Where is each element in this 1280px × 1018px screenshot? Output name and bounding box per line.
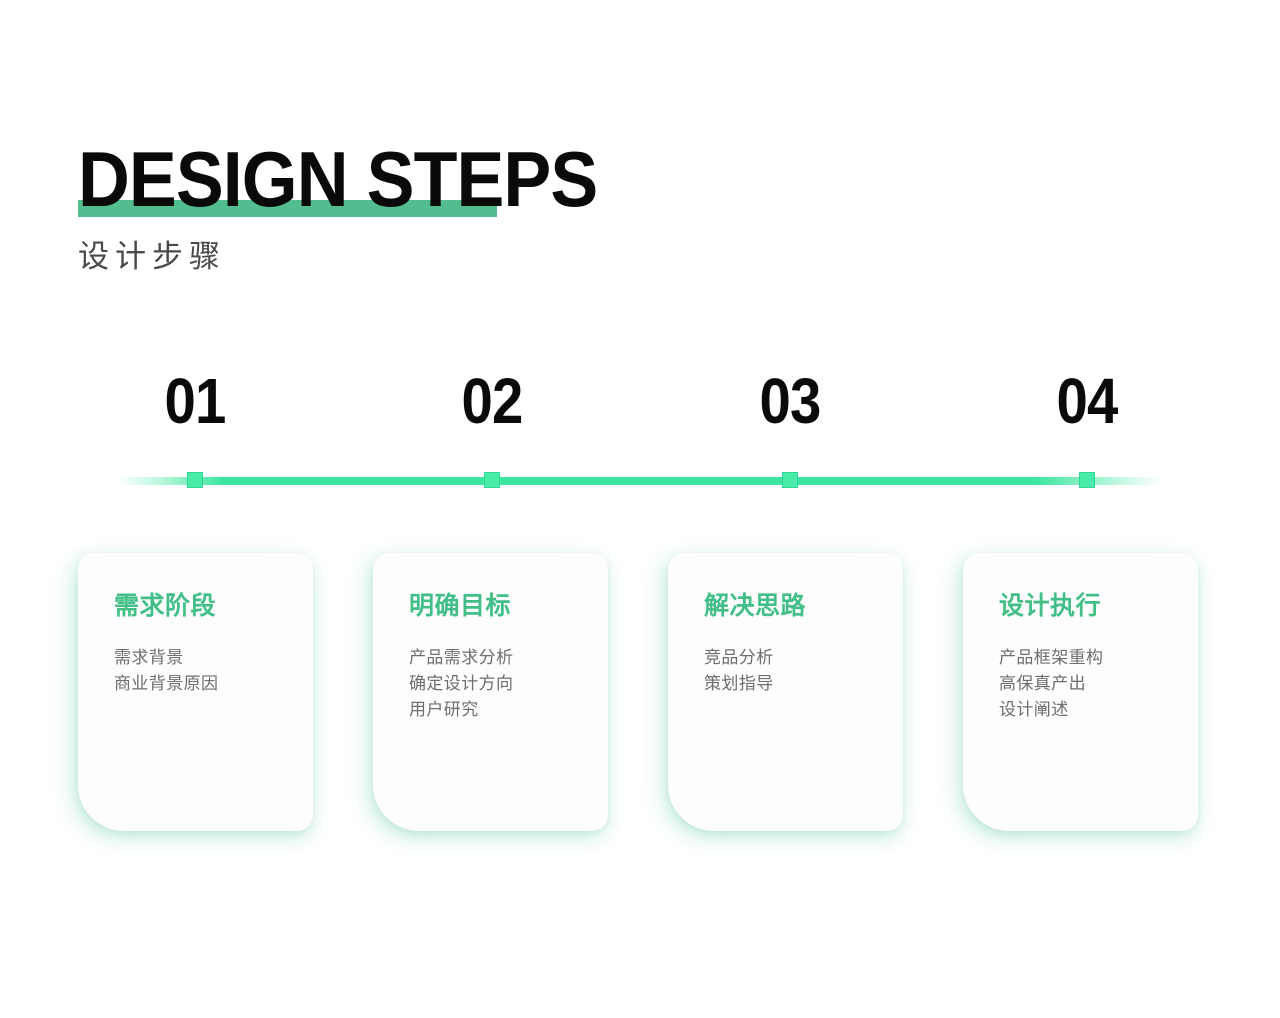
step-number-02: 02 — [461, 365, 524, 437]
card-line: 用户研究 — [409, 700, 479, 719]
timeline — [0, 470, 1280, 492]
timeline-marker-02 — [484, 472, 500, 488]
card-line: 策划指导 — [704, 674, 774, 693]
timeline-marker-01 — [187, 472, 203, 488]
card-line: 产品需求分析 — [409, 648, 514, 667]
card-heading: 解决思路 — [704, 592, 807, 620]
timeline-marker-03 — [782, 472, 798, 488]
card-line: 产品框架重构 — [999, 648, 1104, 667]
card-body: 需求背景 商业背景原因 — [114, 645, 313, 697]
card-body: 产品需求分析 确定设计方向 用户研究 — [409, 645, 608, 723]
step-card-04: 设计执行 产品框架重构 高保真产出 设计阐述 — [963, 553, 1198, 831]
timeline-line — [118, 477, 1162, 485]
title-block: DESIGN STEPS — [78, 140, 698, 222]
step-cards: 需求阶段 需求背景 商业背景原因 明确目标 产品需求分析 确定设计方向 用户研究… — [0, 553, 1280, 843]
card-line: 确定设计方向 — [409, 674, 514, 693]
step-numbers: 01 02 03 04 — [0, 366, 1280, 440]
card-line: 竞品分析 — [704, 648, 774, 667]
title-highlight-bar — [78, 200, 497, 217]
card-body: 产品框架重构 高保真产出 设计阐述 — [999, 645, 1198, 723]
step-number-03: 03 — [759, 365, 822, 437]
step-card-01: 需求阶段 需求背景 商业背景原因 — [78, 553, 313, 831]
card-heading: 设计执行 — [999, 592, 1102, 620]
page-subtitle: 设计步骤 — [78, 239, 226, 274]
step-number-04: 04 — [1056, 365, 1119, 437]
step-card-02: 明确目标 产品需求分析 确定设计方向 用户研究 — [373, 553, 608, 831]
card-heading: 明确目标 — [409, 592, 512, 620]
card-line: 设计阐述 — [999, 700, 1069, 719]
card-line: 高保真产出 — [999, 674, 1086, 693]
page-title: DESIGN STEPS — [78, 135, 598, 223]
step-number-01: 01 — [164, 365, 227, 437]
step-card-03: 解决思路 竞品分析 策划指导 — [668, 553, 903, 831]
card-line: 商业背景原因 — [114, 674, 219, 693]
card-body: 竞品分析 策划指导 — [704, 645, 903, 697]
header: DESIGN STEPS 设计步骤 — [78, 140, 778, 290]
card-line: 需求背景 — [114, 648, 184, 667]
timeline-marker-04 — [1079, 472, 1095, 488]
card-heading: 需求阶段 — [114, 592, 217, 620]
